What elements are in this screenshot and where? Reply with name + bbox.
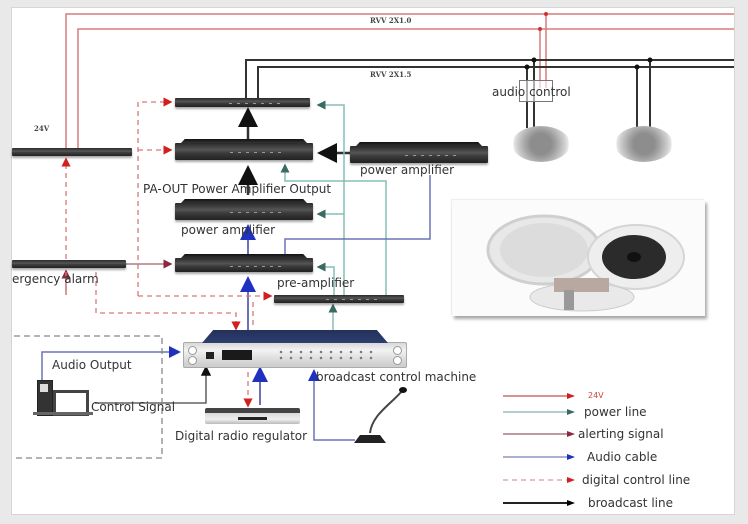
power-amplifier-left — [175, 199, 313, 220]
legend-swatch-arrow-icon — [567, 477, 575, 483]
junction-dot — [524, 64, 530, 70]
junction-dot — [538, 27, 542, 31]
junction-dot — [531, 57, 537, 63]
digital-control-line — [95, 272, 241, 331]
broadcast-lines — [245, 59, 734, 128]
emergency-alarm-device — [12, 260, 126, 268]
pre-amplifier-device — [175, 254, 313, 272]
label-control-signal: Control Signal — [91, 400, 176, 414]
legend-label-digital-control-line: digital control line — [582, 473, 691, 487]
label-power-amplifier-right: power amplifier — [360, 163, 455, 177]
power-line — [316, 100, 345, 295]
label-emergency-alarm: ergency alarm — [12, 272, 99, 286]
control-room-box — [14, 335, 163, 459]
legend-swatch-arrow-icon — [567, 500, 575, 506]
legend-lines — [503, 393, 575, 506]
ceiling-speaker-image — [486, 214, 685, 312]
broadcast-line-outer — [245, 59, 734, 100]
junction-dot — [544, 12, 548, 16]
ceiling-speaker-2 — [615, 126, 673, 162]
computer-icon — [33, 380, 95, 416]
junction-dot — [647, 57, 653, 63]
cable-24v-inner — [77, 28, 734, 150]
legend-label-power-line: power line — [584, 405, 647, 419]
audio-lines — [41, 175, 431, 441]
label-pa-out: PA-OUT Power Amplifier Output — [143, 182, 332, 196]
digital-control-line — [137, 97, 173, 296]
audio-output-line — [41, 346, 181, 384]
broadcast-control-machine-device — [183, 330, 407, 368]
label-digital-radio-regulator: Digital radio regulator — [175, 429, 308, 443]
digital-control-lines — [61, 97, 273, 408]
legend-swatch-arrow-icon — [567, 431, 575, 437]
power-lines — [280, 100, 387, 330]
label-broadcast-control-machine: broadcast control machine — [316, 370, 477, 384]
cable-label-rvv-2x1-5: RVV 2X1.5 — [370, 70, 412, 79]
legend-swatch-arrow-icon — [567, 409, 575, 415]
audio-control-box — [519, 80, 553, 102]
control-signal-line — [95, 365, 212, 404]
power-line — [280, 163, 387, 295]
junction-dot — [634, 64, 640, 70]
cable-label-rvv-2x1-0: RVV 2X1.0 — [370, 16, 412, 25]
label-audio-control: audio control — [492, 85, 571, 99]
cable-24v-outer — [65, 13, 734, 150]
legend-label-alerting-signal: alerting signal — [578, 427, 664, 441]
ceiling-speaker-1 — [512, 126, 570, 162]
microphone-icon — [354, 387, 407, 443]
label-power-amplifier-left: power amplifier — [181, 223, 276, 237]
label-pre-amplifier: pre-amplifier — [277, 276, 355, 290]
cable-24v-lines — [65, 13, 734, 150]
power-sequencer — [274, 295, 404, 303]
power-amplifier-right — [350, 142, 488, 163]
broadcast-amplifier-top — [175, 98, 310, 107]
digital-radio-regulator-device — [205, 408, 300, 424]
legend-label-audio-cable: Audio cable — [587, 450, 658, 464]
speaker-photo — [452, 200, 705, 316]
legend-label-24v: 24V — [588, 391, 604, 400]
legend-swatch-arrow-icon — [567, 393, 575, 399]
legend-label-broadcast-line: broadcast line — [588, 496, 673, 510]
audio-line — [284, 175, 431, 258]
broadcast-line-inner — [257, 66, 734, 100]
power-line — [316, 262, 335, 295]
voltage-label-24v: 24V — [34, 124, 50, 133]
label-audio-output: Audio Output — [52, 358, 132, 372]
audio-mic-line — [308, 369, 355, 441]
legend-swatch-arrow-icon — [567, 454, 575, 460]
pa-out-power-amplifier — [175, 139, 313, 160]
power-supply-24v — [12, 148, 132, 156]
